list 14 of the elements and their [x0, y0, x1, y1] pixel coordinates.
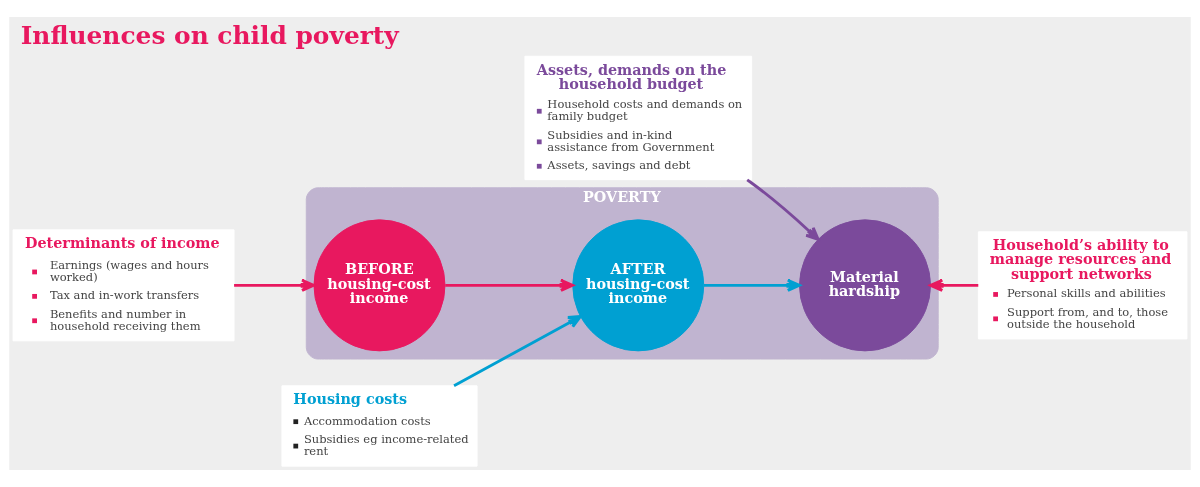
node-circle: AFTER housing-cost income	[572, 219, 705, 352]
diagram-title: Influences on child poverty	[20, 20, 399, 50]
arrow	[453, 315, 582, 387]
arrow	[445, 278, 574, 292]
arrow	[929, 278, 979, 292]
arrow	[703, 278, 801, 292]
node-box: Determinants of income Earnings (wages and hours worked) Tax and in-work transfers Benefits and number in household receiving them	[12, 229, 235, 342]
node-circle: Material hardship	[799, 219, 931, 352]
node-circle: BEFORE housing-cost income	[313, 219, 446, 352]
node-box: Assets, demands on the household budget Household costs and demands on family budget Subsidies and in-kind assistance from Government Assets, savings and debt	[524, 55, 753, 181]
arrow	[234, 278, 316, 292]
node-box: Housing costs Accommodation costs Subsidies eg income-related rent	[281, 385, 478, 467]
node-box: Household’s ability to manage resources and support networks Personal skills and abilities Support from, and to, those outside the household	[977, 231, 1188, 340]
arrow	[746, 178, 820, 241]
